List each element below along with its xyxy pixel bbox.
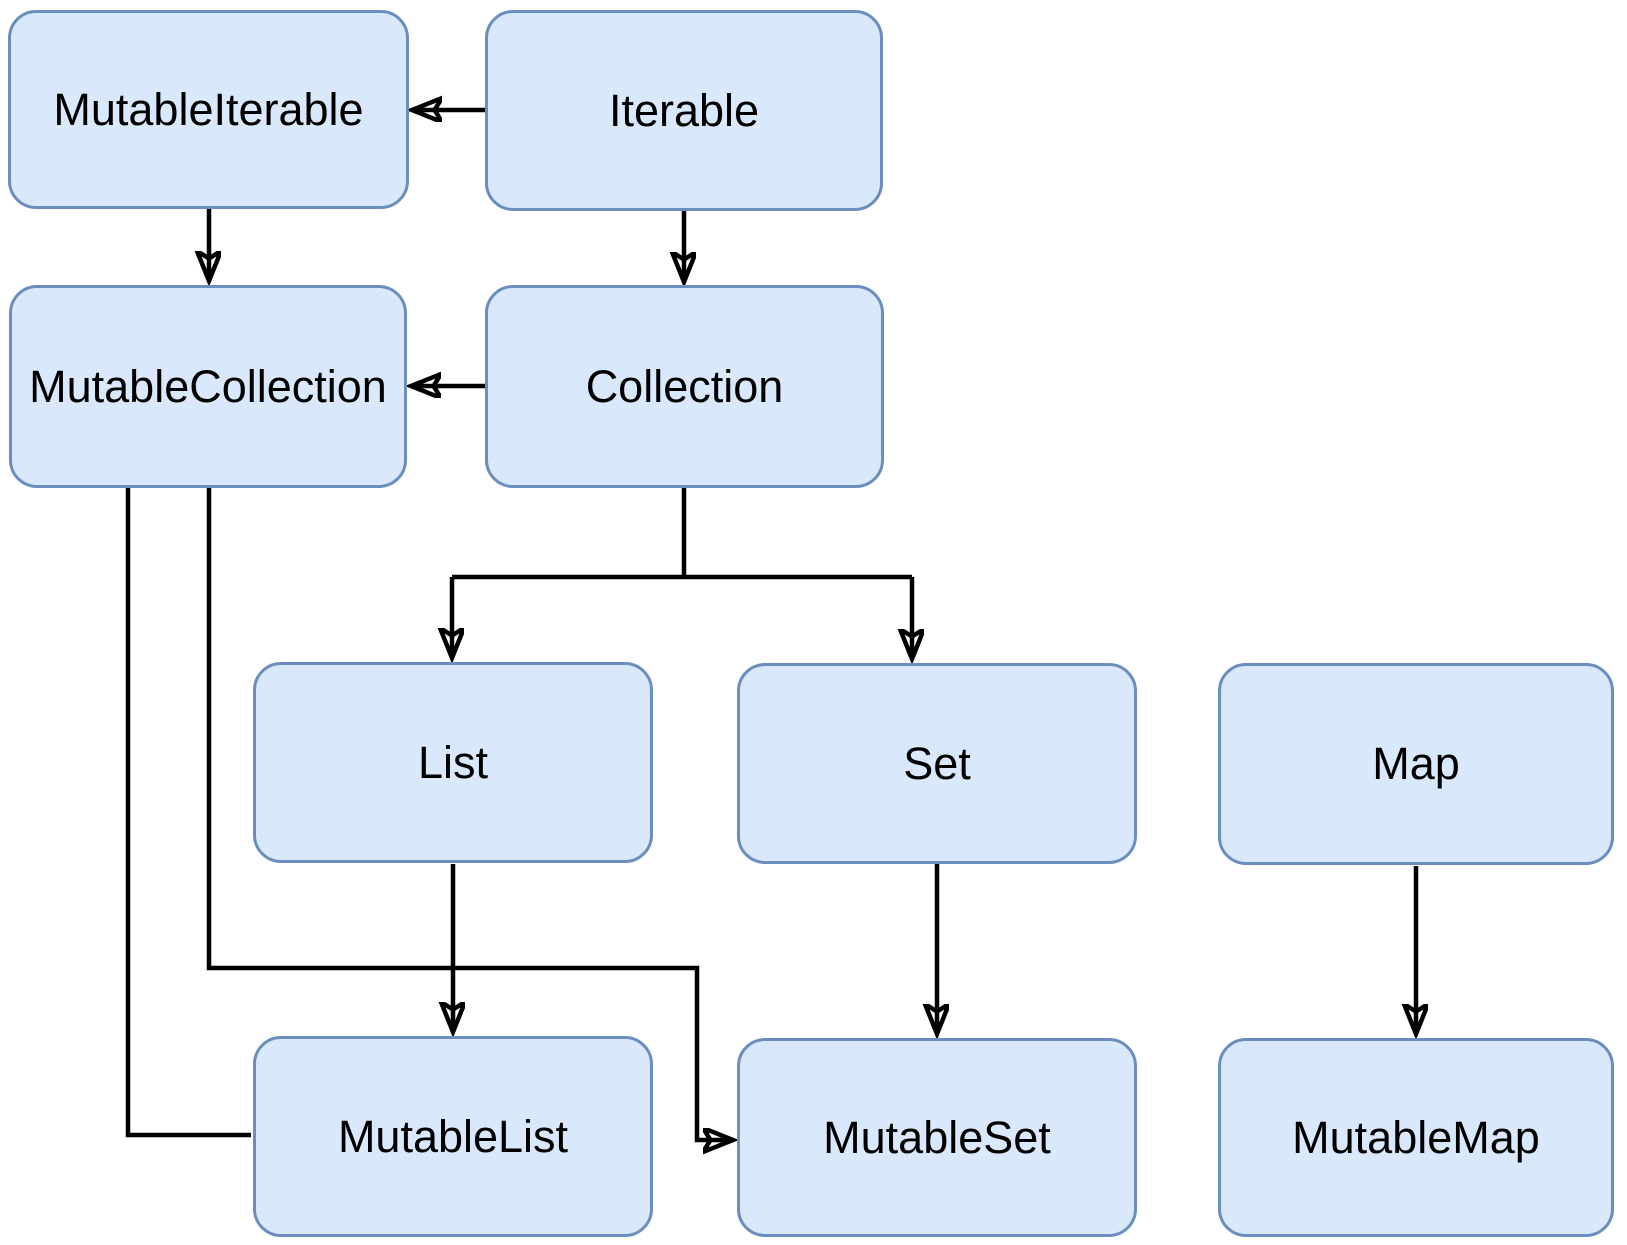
node-iterable-label: Iterable [608,84,760,136]
node-collection: Collection [485,285,884,488]
node-list: List [253,662,653,863]
node-iterable: Iterable [485,10,883,211]
node-set: Set [737,663,1137,864]
node-map: Map [1218,663,1614,865]
edge-mutable-collection-to-mutable-list [125,488,251,1138]
node-mutable-set-label: MutableSet [823,1111,1051,1163]
node-mutable-list: MutableList [253,1036,653,1237]
node-mutable-set: MutableSet [737,1038,1137,1237]
node-list-label: List [417,736,489,788]
node-mutable-iterable-label: MutableIterable [53,83,364,135]
node-mutable-map-label: MutableMap [1292,1111,1540,1163]
node-map-label: Map [1372,738,1460,790]
node-mutable-iterable: MutableIterable [8,10,409,209]
node-set-label: Set [903,737,971,789]
node-mutable-map: MutableMap [1218,1038,1614,1237]
node-mutable-collection-label: MutableCollection [29,360,387,412]
edge-mutable-collection-to-mutable-set [206,488,732,1140]
node-mutable-collection: MutableCollection [9,285,407,488]
node-mutable-list-label: MutableList [337,1110,569,1162]
node-collection-label: Collection [585,360,784,412]
